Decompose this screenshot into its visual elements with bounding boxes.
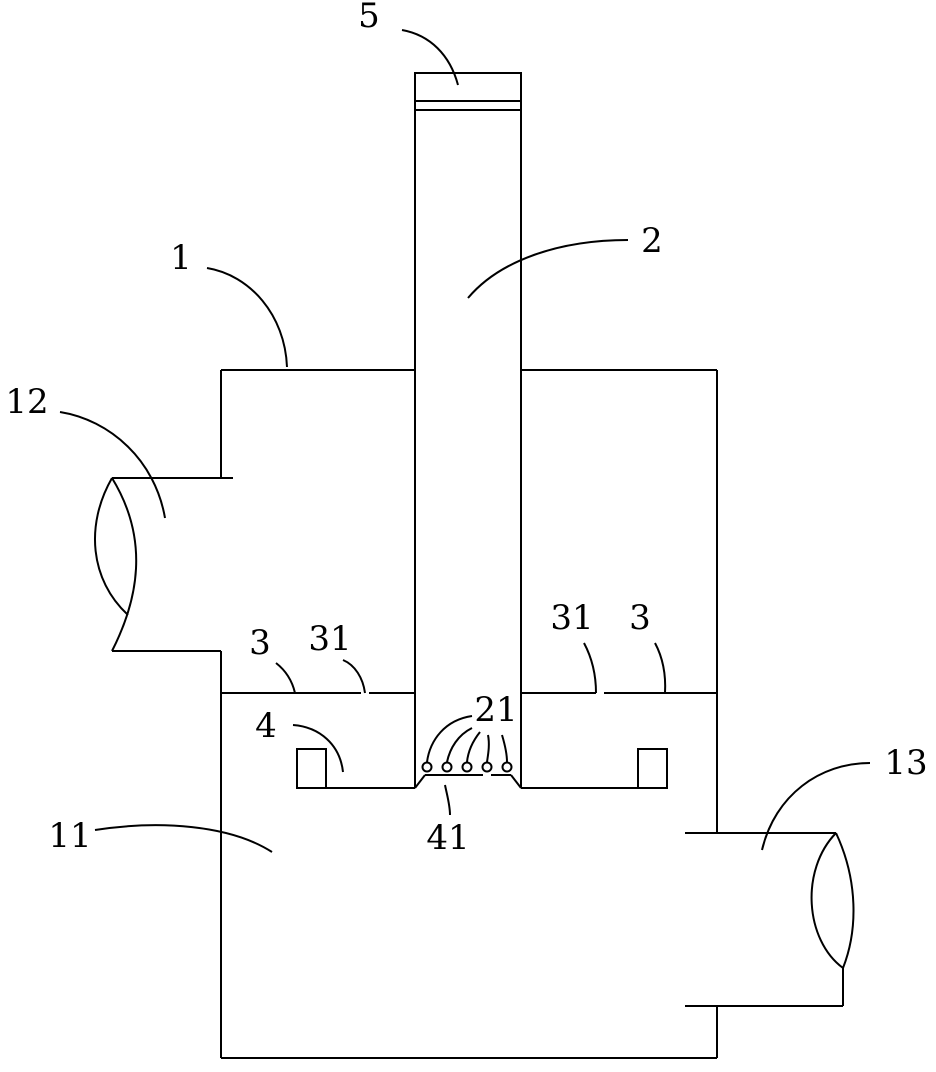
lower-chamber bbox=[220, 693, 718, 1059]
label-2: 2 bbox=[641, 221, 663, 261]
distributor bbox=[296, 748, 668, 789]
distributor-block-right bbox=[637, 748, 668, 789]
nozzle-hole bbox=[441, 761, 453, 773]
label-12: 12 bbox=[5, 382, 48, 422]
nozzle-hole bbox=[481, 761, 493, 773]
tube-bottom-right-taper bbox=[510, 774, 522, 789]
inlet-pipe-break-curve-inner bbox=[111, 477, 138, 652]
tube-bottom-left-taper bbox=[414, 774, 426, 789]
leader-21-e bbox=[501, 734, 508, 763]
label-31-left: 31 bbox=[308, 619, 351, 659]
outlet-pipe-break-curve-outer bbox=[810, 832, 844, 969]
label-1: 1 bbox=[170, 238, 192, 278]
leader-21-a bbox=[426, 715, 473, 763]
leader-21-d bbox=[486, 734, 490, 763]
leader-lines bbox=[59, 29, 871, 853]
reference-numerals: 5 2 1 12 3 31 31 3 21 4 13 11 41 bbox=[5, 0, 927, 858]
label-31-right: 31 bbox=[550, 598, 593, 638]
label-13: 13 bbox=[884, 743, 927, 783]
label-3-left: 3 bbox=[249, 623, 271, 663]
leader-3-right bbox=[654, 642, 667, 694]
leader-12 bbox=[59, 411, 166, 519]
label-21: 21 bbox=[474, 690, 517, 730]
inlet-pipe-break-curve-outer bbox=[94, 477, 129, 616]
leader-4 bbox=[292, 724, 344, 773]
leader-5 bbox=[401, 29, 459, 86]
nozzle-holes bbox=[421, 761, 513, 773]
leader-21-c bbox=[466, 731, 481, 763]
leader-41 bbox=[444, 784, 451, 816]
outlet-pipe-right bbox=[685, 832, 855, 1007]
label-3-right: 3 bbox=[629, 598, 651, 638]
leader-2 bbox=[467, 239, 629, 299]
central-tube bbox=[414, 72, 522, 789]
label-11: 11 bbox=[48, 816, 91, 856]
outlet-pipe-break-curve-inner bbox=[835, 832, 855, 969]
leader-11 bbox=[94, 824, 273, 853]
label-4: 4 bbox=[255, 706, 277, 746]
leader-13 bbox=[761, 762, 871, 851]
leader-31-left bbox=[342, 659, 366, 694]
leader-3-left bbox=[275, 662, 296, 694]
label-41: 41 bbox=[426, 818, 469, 858]
leader-31-right bbox=[583, 642, 597, 694]
inlet-pipe-left bbox=[94, 477, 233, 693]
nozzle-hole bbox=[501, 761, 513, 773]
distributor-block-left bbox=[296, 748, 327, 789]
nozzle-hole bbox=[421, 761, 433, 773]
label-5: 5 bbox=[358, 0, 380, 36]
nozzle-hole bbox=[461, 761, 473, 773]
leader-21-b bbox=[446, 727, 473, 763]
leader-1 bbox=[206, 267, 288, 368]
tube-cap bbox=[414, 72, 522, 102]
upper-housing bbox=[220, 369, 718, 693]
